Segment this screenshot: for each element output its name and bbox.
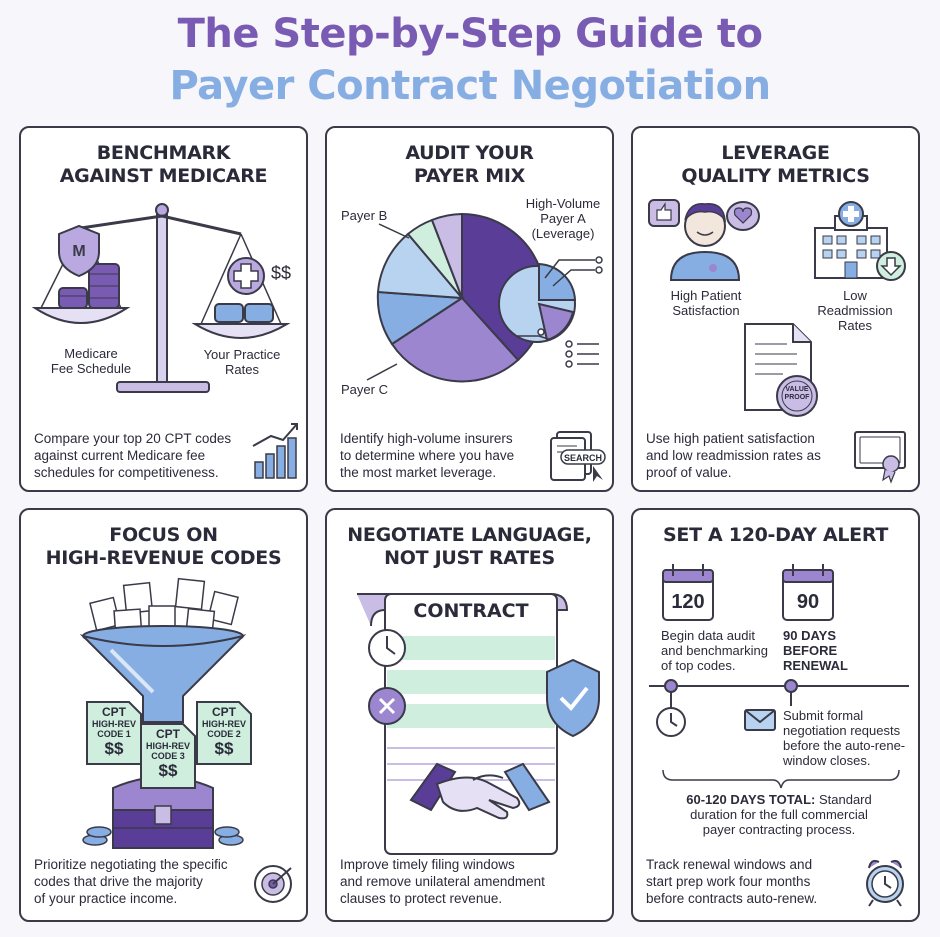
card-description: Compare your top 20 CPT codes against cu… [34,431,232,480]
page-title: The Step-by-Step Guide to Payer Contract… [0,8,940,112]
search-label: SEARCH [563,453,602,463]
card-heading: AUDIT YOUR PAYER MIX [405,142,534,187]
card-description: Improve timely filing windows and remove… [340,857,545,906]
envelope-icon [744,709,776,731]
clock-icon [368,629,406,667]
calendar-icon [662,564,834,621]
funnel-icon [79,625,247,723]
clock-icon [656,707,686,737]
code-card-3: CPT HIGH-REV CODE 3 $$ [145,727,190,781]
card-heading: NEGOTIATE LANGUAGE, NOT JUST RATES [347,524,592,569]
shield-icon [58,224,100,278]
card-description: Use high patient satisfaction and low re… [646,431,821,480]
scale-icon [31,203,298,479]
calendar-120: 120 [671,591,705,613]
shield-check-icon [546,658,600,738]
label-payer-a: High-Volume Payer A (Leverage) [525,196,601,241]
card-description: Track renewal windows and start prep wor… [646,857,818,906]
card-negotiate-language: NEGOTIATE LANGUAGE, NOT JUST RATES [325,508,614,922]
card-heading: BENCHMARK AGAINST MEDICARE [59,142,268,187]
pie-chart-icon [366,212,606,482]
contract-title: CONTRACT [413,600,529,622]
seal-label: VALUE PROOF [784,386,810,401]
card-high-revenue-codes: FOCUS ON HIGH-REVENUE CODES [19,508,308,922]
certificate-icon [854,431,906,484]
code-card-2: CPT HIGH-REV CODE 2 $$ [201,705,246,759]
label-total-duration: 60-120 DAYS TOTAL: Standard duration for… [686,792,872,837]
title-line-2: Payer Contract Negotiation [169,63,771,109]
card-heading: LEVERAGE QUALITY METRICS [681,142,870,187]
card-heading: FOCUS ON HIGH-REVENUE CODES [45,524,282,569]
down-arrow-icon [876,251,906,281]
code-card-1: CPT HIGH-REV CODE 1 $$ [91,705,136,759]
label-payer-b: Payer B [341,208,388,223]
calendar-90: 90 [796,591,820,613]
alarm-clock-icon [866,859,904,907]
person-icon [669,203,741,281]
hospital-icon [814,201,888,279]
label-readmission: Low Readmission Rates [817,288,893,333]
shield-letter: M [72,243,86,260]
card-benchmark: BENCHMARK AGAINST MEDICARE [19,126,308,492]
heart-icon [726,201,760,231]
label-submit-requests: Submit formal negotiation requests befor… [783,708,906,768]
card-heading: SET A 120-DAY ALERT [663,524,888,546]
label-medicare: Medicare Fee Schedule [50,346,132,376]
card-description: Prioritize negotiating the specific code… [34,857,228,906]
dollar-sign: $$ [271,263,292,283]
card-quality-metrics: LEVERAGE QUALITY METRICS [631,126,920,492]
label-90-days: 90 DAYS BEFORE RENEWAL [783,628,848,673]
label-begin-audit: Begin data audit and benchmarking of top… [661,628,768,673]
document-search-icon [550,431,606,482]
label-payer-c: Payer C [341,382,388,397]
treasure-chest-icon [82,776,244,849]
coin-stack-icon [58,263,120,309]
medical-cross-icon [227,257,265,295]
card-payer-mix: AUDIT YOUR PAYER MIX [325,126,614,492]
thumbs-up-icon [648,199,680,227]
title-line-1: The Step-by-Step Guide to [177,11,763,57]
target-icon [254,865,292,903]
bar-chart-icon [252,423,298,479]
label-practice-rates: Your Practice Rates [203,347,281,377]
label-patient-satisfaction: High Patient Satisfaction [670,288,742,318]
handshake-icon [409,762,551,820]
card-description: Identify high-volume insurers to determi… [340,431,515,480]
card-120-day-alert: SET A 120-DAY ALERT [631,508,920,922]
close-icon [368,687,406,725]
